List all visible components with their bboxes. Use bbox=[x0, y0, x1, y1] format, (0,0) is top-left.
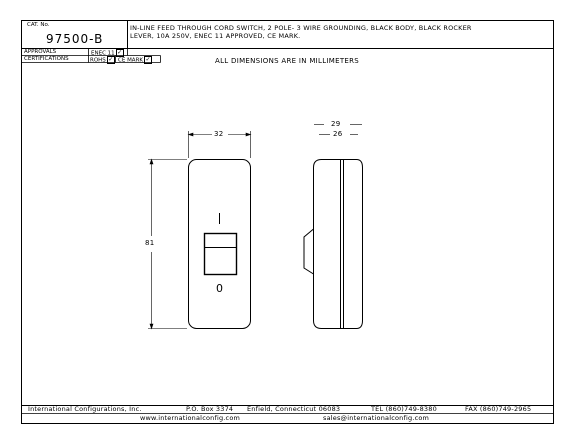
approvals-label: APPROVALS bbox=[24, 49, 57, 55]
footer-city: Enfield, Connecticut 06083 bbox=[247, 405, 341, 413]
checkbox-rohs: ✓ bbox=[106, 56, 115, 64]
dimension-width-label: 32 bbox=[214, 130, 224, 138]
ce-value: CE MARK✓ bbox=[118, 56, 152, 64]
description-line-1: IN-LINE FEED THROUGH CORD SWITCH, 2 POLE… bbox=[130, 24, 472, 32]
dimension-side-outer-label: 29 bbox=[331, 120, 341, 128]
front-view bbox=[188, 159, 251, 329]
footer-company: International Configurations, Inc. bbox=[28, 405, 142, 413]
off-mark: 0 bbox=[216, 282, 223, 295]
dimensions-note: ALL DIMENSIONS ARE IN MILLIMETERS bbox=[215, 57, 360, 65]
rohs-value: ROHS✓ bbox=[90, 56, 115, 64]
side-view bbox=[303, 159, 363, 329]
checkbox-ce: ✓ bbox=[144, 56, 152, 64]
rohs-label: ROHS bbox=[90, 57, 106, 64]
footer-email: sales@internationalconfig.com bbox=[323, 414, 430, 422]
cat-no-label: CAT. No. bbox=[27, 22, 50, 28]
certifications-label: CERTIFICATIONS bbox=[24, 56, 69, 62]
approvals-value: ENEC 11✓ bbox=[91, 49, 124, 57]
dimension-height bbox=[148, 158, 187, 330]
description-line-2: LEVER, 10A 250V, ENEC 11 APPROVED, CE MA… bbox=[130, 32, 301, 40]
footer-fax: FAX (860)749-2965 bbox=[465, 405, 532, 413]
footer-website: www.internationalconfig.com bbox=[140, 414, 241, 422]
footer-po-box: P.O. Box 3374 bbox=[186, 405, 234, 413]
dimension-width bbox=[187, 131, 252, 158]
footer-tel: TEL (860)749-8380 bbox=[371, 405, 437, 413]
checkbox-enec: ✓ bbox=[115, 49, 124, 57]
ce-label: CE MARK bbox=[118, 57, 143, 64]
dimension-side bbox=[314, 124, 362, 135]
cat-no-value: 97500-B bbox=[46, 32, 104, 46]
sheet-border bbox=[21, 20, 554, 424]
dimension-side-inner-label: 26 bbox=[333, 130, 343, 138]
enec-label: ENEC 11 bbox=[91, 50, 115, 57]
dimension-height-label: 81 bbox=[145, 239, 155, 247]
